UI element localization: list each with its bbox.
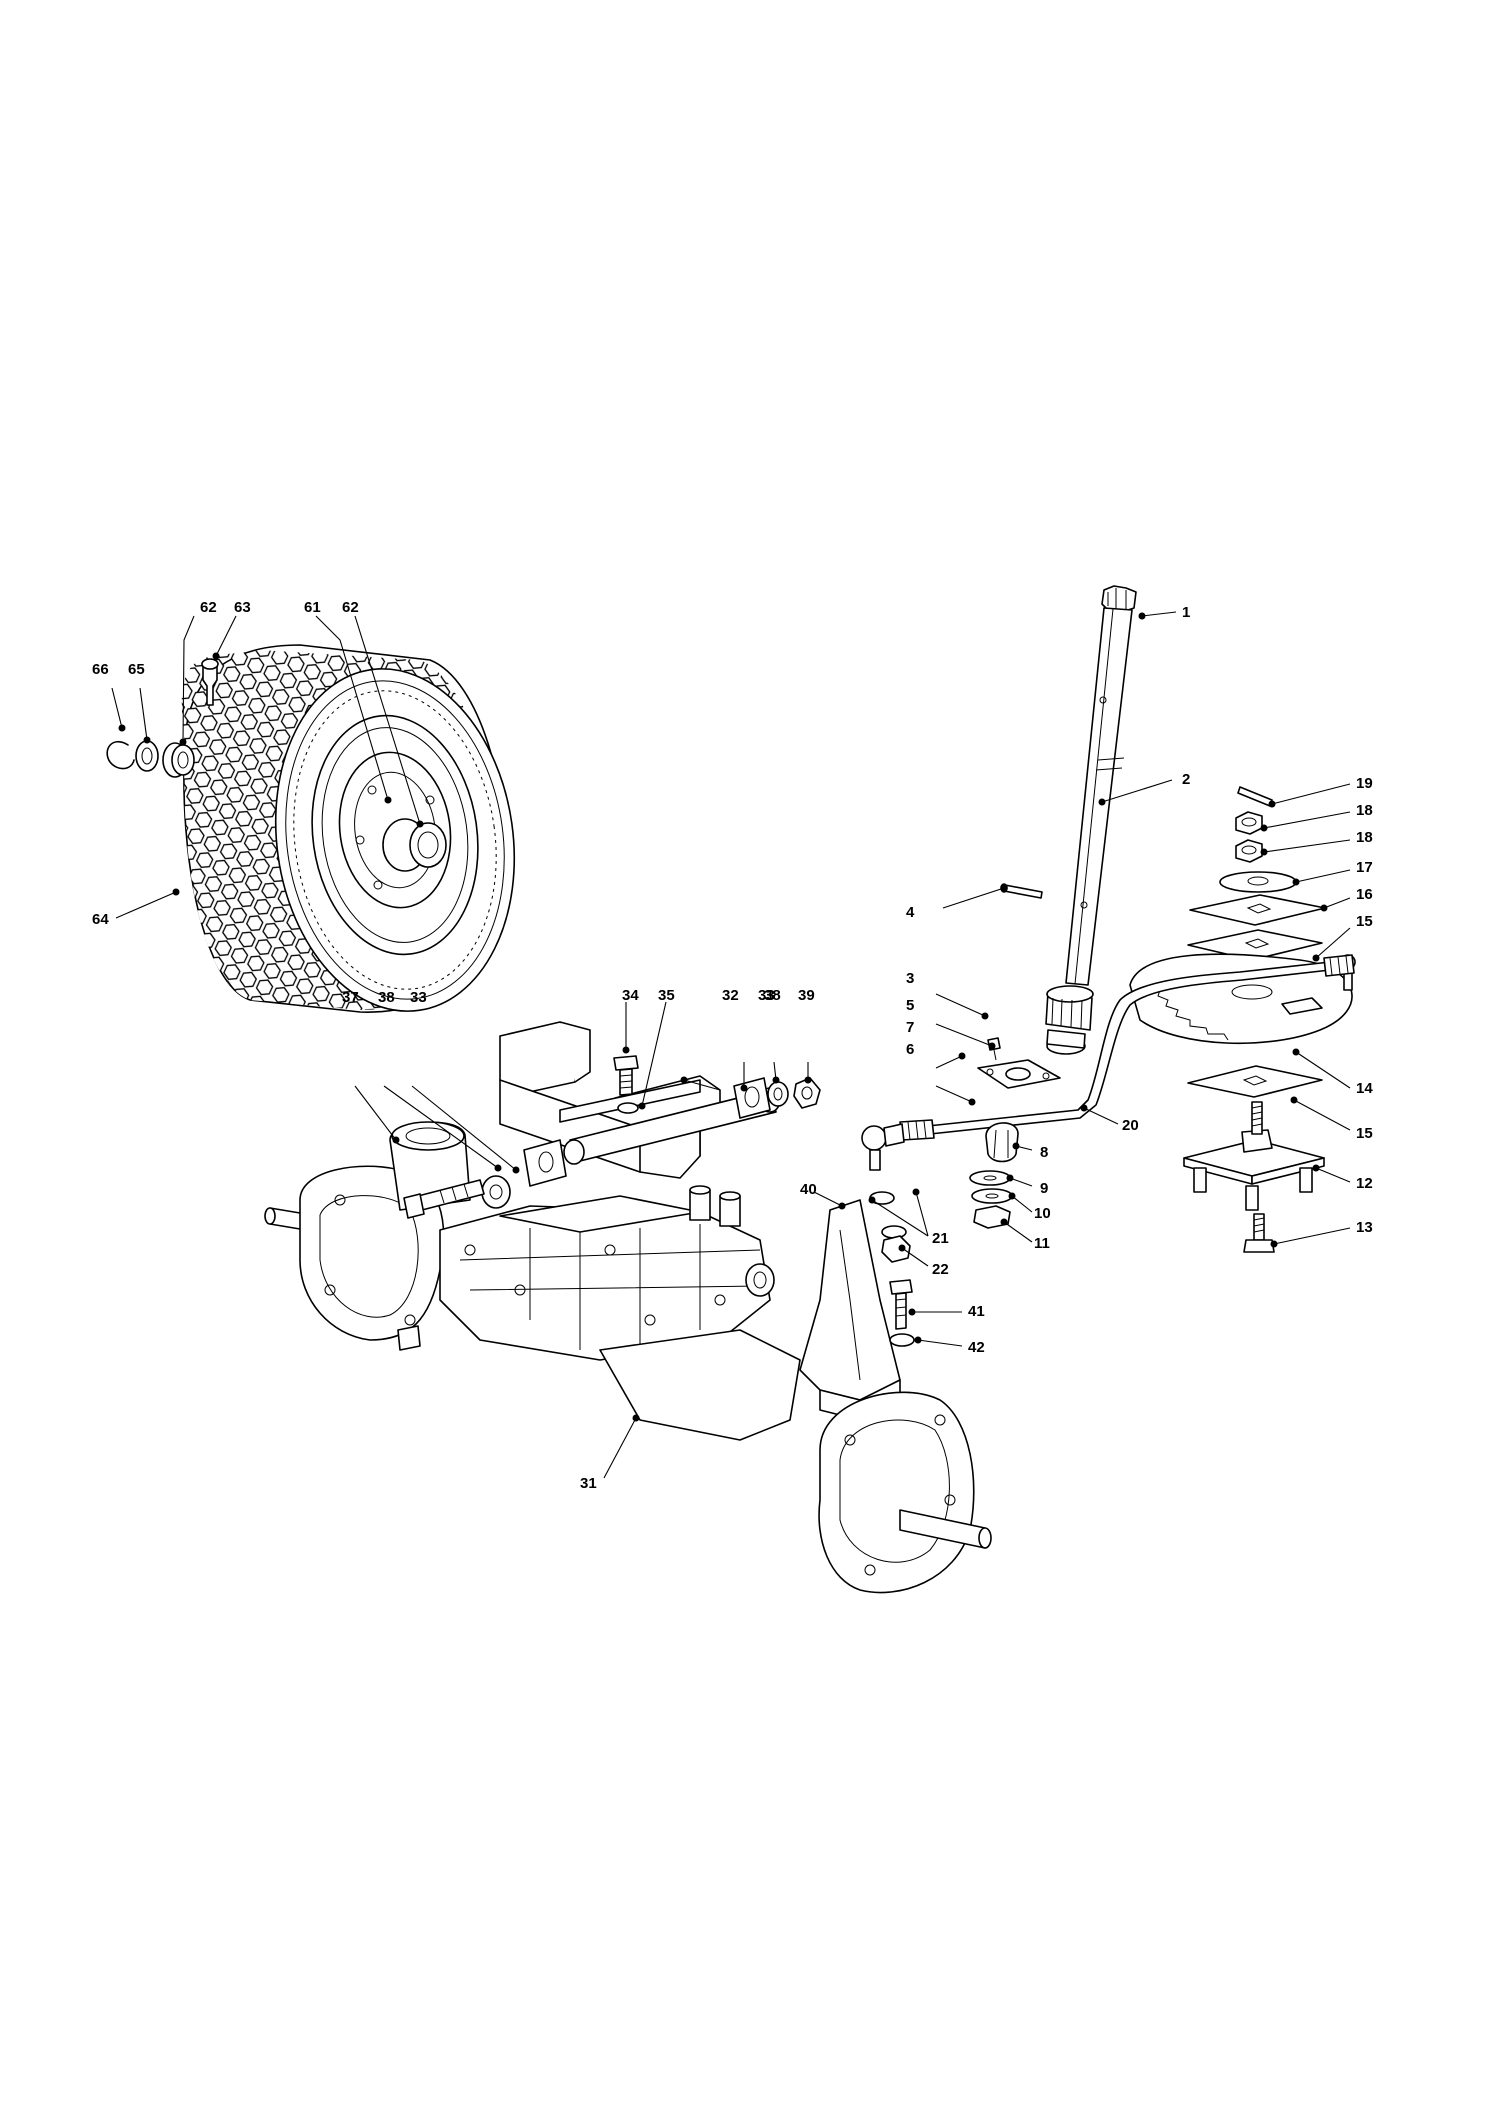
callout-label: 15: [1356, 1125, 1373, 1142]
bolt: [1243, 1213, 1275, 1253]
callout-label: 4: [906, 904, 915, 921]
callout-label: 14: [1356, 1080, 1373, 1097]
callout-label: 3: [906, 970, 914, 987]
callout-label: 39: [798, 987, 815, 1004]
callout-label: 15: [1356, 913, 1373, 930]
lock-nut: [1235, 811, 1263, 835]
callout-label: 5: [906, 997, 914, 1014]
steering-sector-assembly: [1129, 786, 1356, 1253]
bushing: [162, 742, 195, 778]
callout-label: 21: [932, 1230, 949, 1247]
callout-label: 12: [1356, 1175, 1373, 1192]
callout-label: 16: [1356, 886, 1373, 903]
callout-label: 37: [342, 989, 359, 1006]
circlip: [106, 740, 135, 770]
callout-label: 66: [92, 661, 109, 678]
callout-label: 63: [234, 599, 251, 616]
callout-label: 22: [932, 1261, 949, 1278]
part-number-labels: 1 2 3 4 5 6 7 8 9 10 11 12 13 14 15 15 1…: [92, 599, 1373, 1492]
callout-label: 13: [1356, 1219, 1373, 1236]
callout-label: 11: [1034, 1235, 1050, 1252]
wheel-rim: [311, 714, 479, 956]
callout-label: 64: [92, 911, 109, 928]
callout-label: 65: [128, 661, 145, 678]
spacer-plate: [1187, 1065, 1323, 1098]
callout-label: 18: [1356, 829, 1373, 846]
callout-label: 38: [378, 989, 395, 1006]
column-bracket: [977, 1059, 1061, 1089]
nut: [1235, 839, 1263, 863]
callout-label: 7: [906, 1019, 914, 1036]
callout-label: 17: [1356, 859, 1373, 876]
valve-stem: [201, 658, 219, 706]
callout-label: 38: [764, 987, 781, 1004]
drag-link: [861, 954, 1355, 1171]
callout-label: 62: [342, 599, 359, 616]
callout-label: 32: [722, 987, 739, 1004]
washer: [135, 740, 159, 772]
wheel-assembly: [106, 644, 516, 1013]
callout-label: 8: [1040, 1144, 1048, 1161]
callout-label: 31: [580, 1475, 597, 1492]
callout-label: 41: [968, 1303, 985, 1320]
callout-label: 18: [1356, 802, 1373, 819]
callout-label: 42: [968, 1339, 985, 1356]
callout-label: 34: [622, 987, 639, 1004]
callout-label: 6: [906, 1041, 914, 1058]
callout-label: 35: [658, 987, 675, 1004]
washer: [1219, 871, 1297, 893]
transaxle: [264, 1121, 992, 1594]
pinion-gear: [1045, 985, 1094, 1055]
axle-support-bracket: [499, 1021, 821, 1187]
callout-label: 1: [1182, 604, 1190, 621]
callout-label: 62: [200, 599, 217, 616]
callout-label: 33: [758, 987, 775, 1004]
steering-column: [977, 585, 1137, 1089]
leader-lines: [111, 611, 1351, 1479]
friction-plate: [1189, 894, 1326, 926]
callout-label: 10: [1034, 1205, 1051, 1222]
mounting-base: [1183, 1101, 1325, 1211]
callout-label: 9: [1040, 1180, 1048, 1197]
callout-label: 33: [410, 989, 427, 1006]
callout-label: 61: [304, 599, 321, 616]
callout-label: 19: [1356, 775, 1373, 792]
callout-label: 40: [800, 1181, 817, 1198]
callout-label: 2: [1182, 771, 1190, 788]
callout-label: 20: [1122, 1117, 1139, 1134]
